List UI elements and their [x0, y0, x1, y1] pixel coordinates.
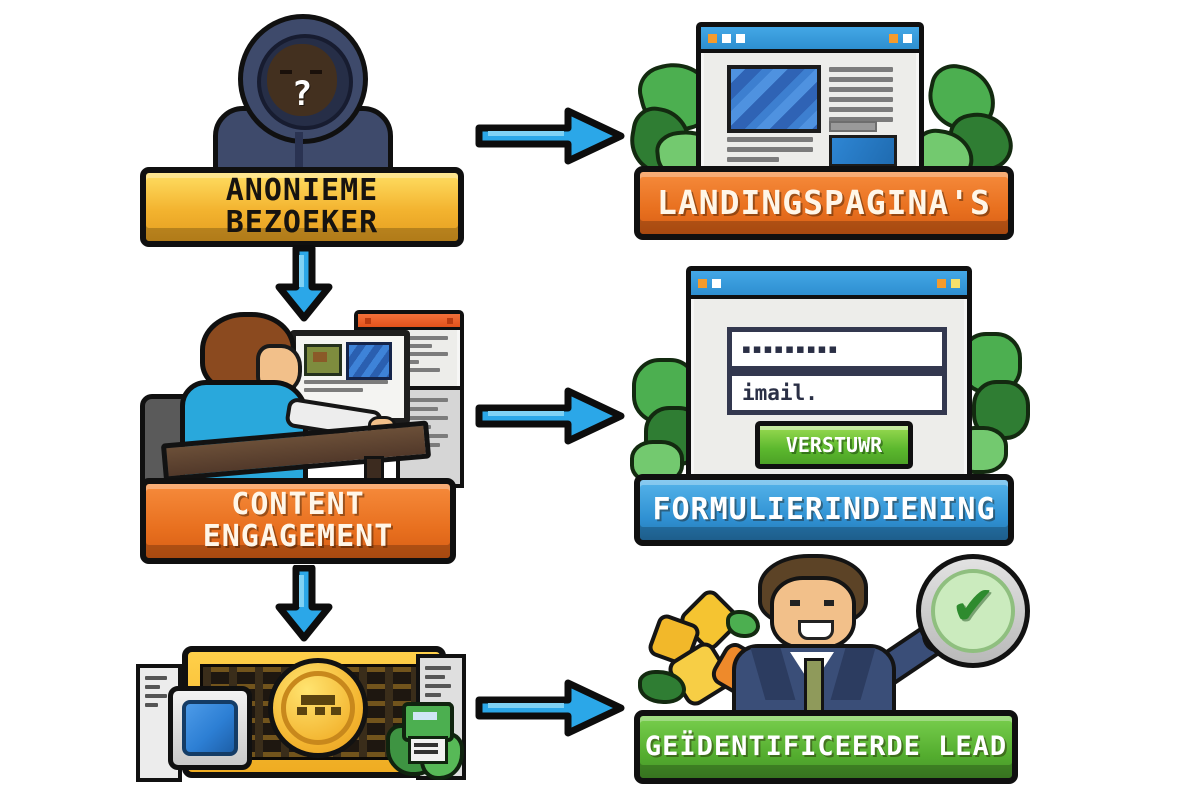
gem-face	[182, 700, 238, 756]
lead-scoring-dashboard-group	[130, 642, 466, 784]
arrow-right-scoring-to-lead	[474, 676, 626, 744]
visitor-zipper	[295, 132, 303, 168]
banner-content-line1: CONTENT	[231, 486, 365, 522]
coin-emblem	[297, 707, 307, 715]
tie	[804, 658, 824, 716]
coin-emblem	[301, 695, 335, 705]
banner-content-line2: ENGAGEMENT	[202, 519, 394, 554]
form-window-titlebar	[691, 271, 967, 299]
machine-screen	[413, 712, 437, 720]
question-mark-icon: ?	[291, 74, 313, 114]
hero-image	[727, 65, 821, 133]
form-field-email-value: imail.	[742, 381, 818, 405]
window-dot-icon	[889, 33, 898, 43]
banner-landingspaginas: LANDINGSPAGINA'S	[634, 166, 1014, 240]
background-window-titlebar	[358, 314, 460, 330]
arrow-down-content-to-scoring	[272, 564, 336, 647]
landing-browser-titlebar	[701, 27, 919, 53]
arrow-down-visitor-to-content	[272, 244, 336, 327]
banner-anonieme-line2: BEZOEKER	[225, 205, 379, 240]
visitor-eye-right	[310, 70, 322, 74]
banner-geidentificeerde-lead: GEÏDENTIFICEERDE LEAD	[634, 710, 1018, 784]
check-icon: ✔	[954, 565, 992, 638]
banner-geidentificeerde-lead-label: GEÏDENTIFICEERDE LEAD	[644, 731, 1008, 763]
window-glyph-icon	[722, 33, 731, 43]
visitor-face: ?	[267, 44, 337, 116]
landing-browser-window	[696, 22, 924, 184]
banner-anonieme-bezoeker: ANONIEME BEZOEKER	[140, 167, 464, 247]
green-machine-icon	[380, 698, 464, 782]
submit-button-label: VERSTUWR	[785, 433, 883, 457]
lapel-right	[830, 648, 876, 700]
banner-anonieme-line1: ANONIEME	[225, 172, 379, 208]
window-dot-icon	[698, 278, 707, 288]
text-lines	[145, 676, 167, 712]
smile	[798, 620, 834, 640]
banner-landingspaginas-label: LANDINGSPAGINA'S	[657, 183, 991, 223]
window-glyph-icon	[712, 278, 721, 288]
form-field-name[interactable]: ▪▪▪▪▪▪▪▪▪	[727, 327, 947, 371]
lapel-left	[750, 648, 796, 700]
visitor-eye-left	[280, 70, 292, 74]
flower-leaf-icon	[638, 670, 686, 704]
check-badge: ✔	[916, 554, 1030, 668]
blue-gem-button	[168, 686, 252, 770]
monitor-image-left	[304, 344, 342, 376]
form-window: ▪▪▪▪▪▪▪▪▪ imail. VERSTUWR	[686, 266, 972, 484]
gold-coin-icon	[268, 658, 368, 758]
machine-line	[414, 750, 438, 754]
cta-image	[829, 135, 897, 167]
machine-roller	[408, 736, 448, 764]
text-lines	[304, 380, 388, 396]
banner-formulierindiening: FORMULIERINDIENING	[634, 474, 1014, 546]
eye-right	[824, 600, 834, 606]
arrow-right-content-to-form	[474, 384, 626, 452]
small-bar	[829, 121, 877, 132]
coin-inner-ring	[281, 671, 355, 745]
monitor-image-right	[346, 342, 392, 380]
arrow-right-visitor-to-landing	[474, 104, 626, 172]
text-lines	[727, 137, 813, 167]
person-face	[256, 344, 302, 394]
submit-button[interactable]: VERSTUWR	[755, 421, 913, 469]
form-field-email[interactable]: imail.	[727, 371, 947, 415]
form-field-name-value: ▪▪▪▪▪▪▪▪▪	[742, 341, 840, 357]
businessman-face	[770, 576, 856, 650]
window-dot-icon	[708, 33, 717, 43]
badge-inner	[931, 569, 1015, 653]
landing-pages-group: LANDINGSPAGINA'S	[624, 14, 1022, 244]
banner-formulierindiening-label: FORMULIERINDIENING	[652, 491, 996, 527]
window-dot-icon	[447, 317, 453, 324]
text-lines	[829, 67, 893, 127]
form-submission-group: ▪▪▪▪▪▪▪▪▪ imail. VERSTUWR FORMULIERINDIE…	[630, 258, 1030, 550]
eye-left	[790, 600, 800, 606]
machine-line	[414, 743, 438, 747]
window-dot-icon	[365, 317, 371, 324]
anonymous-visitor-figure: ?	[205, 14, 400, 180]
window-glyph-icon	[736, 33, 745, 43]
flower-leaf-icon	[726, 610, 760, 638]
businessman-suit	[732, 644, 896, 720]
window-glyph-icon	[903, 33, 912, 43]
image-patch	[313, 352, 327, 362]
coin-emblem	[315, 707, 325, 715]
content-engagement-group: CONTENT ENGAGEMENT	[138, 302, 464, 564]
window-dot-icon	[937, 278, 946, 288]
identified-lead-group: ✔ GEÏDENTIFICEERDE LEAD	[630, 552, 1050, 784]
window-glyph-icon	[951, 278, 960, 288]
coin-emblem	[331, 707, 341, 715]
banner-content-engagement: CONTENT ENGAGEMENT	[140, 478, 456, 564]
